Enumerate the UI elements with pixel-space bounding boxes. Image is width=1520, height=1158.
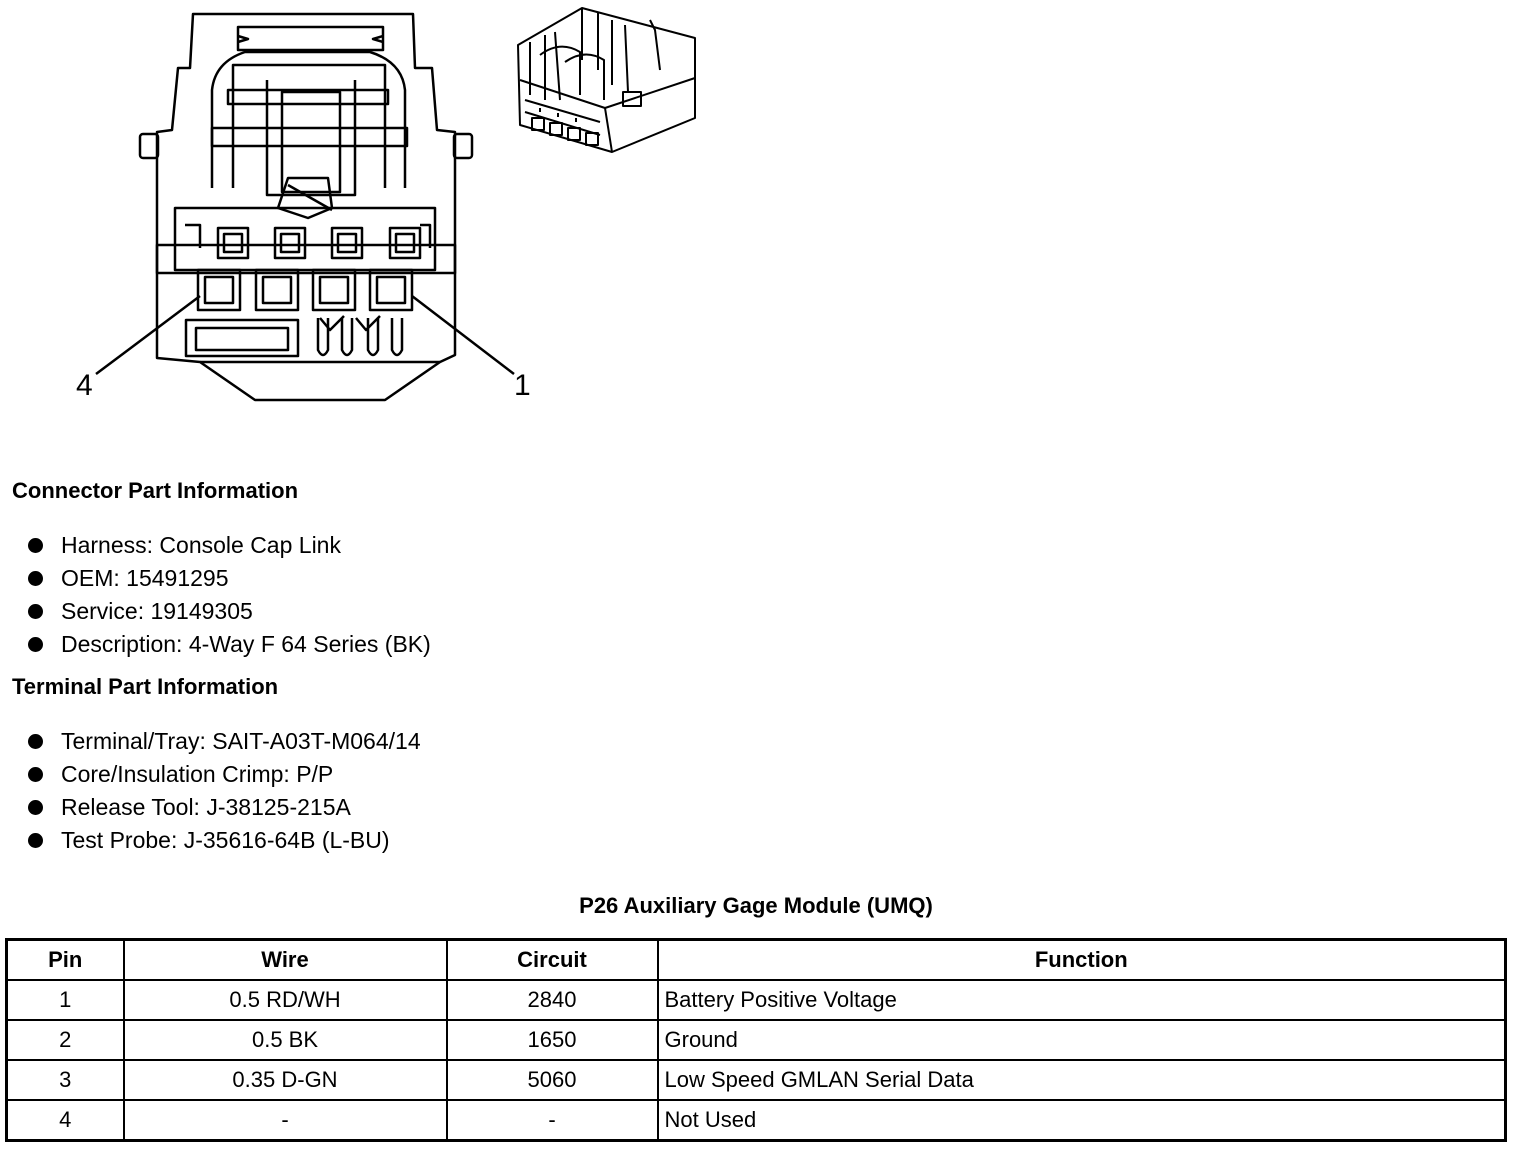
table-row: 1 0.5 RD/WH 2840 Battery Positive Voltag…	[5, 979, 1507, 1021]
list-item: Harness: Console Cap Link	[28, 529, 431, 562]
pin-3-cavity	[254, 268, 300, 312]
bullet-icon	[28, 833, 43, 848]
bullet-icon	[28, 637, 43, 652]
pin-1-cavity	[368, 268, 414, 312]
bottom-slot	[184, 318, 300, 358]
cell-pin: 1	[5, 979, 125, 1021]
cell-circuit: 5060	[445, 1059, 659, 1101]
cell-circuit: -	[445, 1099, 659, 1142]
cell-circuit: 2840	[445, 979, 659, 1021]
left-ear	[138, 132, 160, 160]
list-item: Test Probe: J-35616-64B (L-BU)	[28, 824, 421, 857]
cell-function: Battery Positive Voltage	[656, 979, 1507, 1021]
cell-wire: -	[122, 1099, 448, 1142]
pin-table: Pin Wire Circuit Function 1 0.5 RD/WH 28…	[5, 938, 1507, 1142]
pin-4-callout: 4	[76, 369, 93, 402]
cell-pin: 4	[5, 1099, 125, 1142]
cell-circuit: 1650	[445, 1019, 659, 1061]
cell-function: Low Speed GMLAN Serial Data	[656, 1059, 1507, 1101]
pin-4-cavity	[196, 268, 242, 312]
list-item: Terminal/Tray: SAIT-A03T-M064/14	[28, 725, 421, 758]
list-item: Core/Insulation Crimp: P/P	[28, 758, 421, 791]
bullet-icon	[28, 571, 43, 586]
list-item: Service: 19149305	[28, 595, 431, 628]
cell-pin: 3	[5, 1059, 125, 1101]
terminal-frame	[173, 206, 437, 272]
cell-wire: 0.35 D-GN	[122, 1059, 448, 1101]
bullet-icon	[28, 604, 43, 619]
connector-info-title: Connector Part Information	[12, 478, 299, 503]
table-row: 3 0.35 D-GN 5060 Low Speed GMLAN Serial …	[5, 1059, 1507, 1101]
bullet-icon	[28, 767, 43, 782]
header-wire: Wire	[122, 938, 448, 981]
header-function: Function	[656, 938, 1507, 981]
cell-wire: 0.5 BK	[122, 1019, 448, 1061]
housing-outline	[155, 12, 457, 402]
terminal-info-list: Terminal/Tray: SAIT-A03T-M064/14 Core/In…	[28, 725, 421, 857]
inner-arch	[210, 50, 407, 188]
list-item: OEM: 15491295	[28, 562, 431, 595]
pin-table-title: P26 Auxiliary Gage Module (UMQ)	[579, 893, 933, 918]
right-ear	[452, 132, 474, 160]
bullet-icon	[28, 800, 43, 815]
header-pin: Pin	[5, 938, 125, 981]
table-header-row: Pin Wire Circuit Function	[5, 938, 1507, 981]
terminal-info-title: Terminal Part Information	[12, 674, 279, 699]
connector-info-list: Harness: Console Cap Link OEM: 15491295 …	[28, 529, 431, 661]
table-row: 4 - - Not Used	[5, 1099, 1507, 1142]
leader-pin-1	[411, 295, 515, 375]
pin-1-callout: 1	[514, 369, 531, 402]
list-item: Release Tool: J-38125-215A	[28, 791, 421, 824]
leader-pin-4	[95, 295, 201, 375]
table-row: 2 0.5 BK 1650 Ground	[5, 1019, 1507, 1061]
bullet-icon	[28, 734, 43, 749]
list-item: Description: 4-Way F 64 Series (BK)	[28, 628, 431, 661]
cell-function: Ground	[656, 1019, 1507, 1061]
pin-2-cavity	[311, 268, 357, 312]
bullet-icon	[28, 538, 43, 553]
header-circuit: Circuit	[445, 938, 659, 981]
cell-function: Not Used	[656, 1099, 1507, 1142]
connector-isometric-view	[517, 7, 696, 153]
cell-pin: 2	[5, 1019, 125, 1061]
center-lock	[265, 80, 357, 197]
cell-wire: 0.5 RD/WH	[122, 979, 448, 1021]
top-latch	[236, 25, 385, 52]
connector-diagram	[95, 7, 696, 402]
